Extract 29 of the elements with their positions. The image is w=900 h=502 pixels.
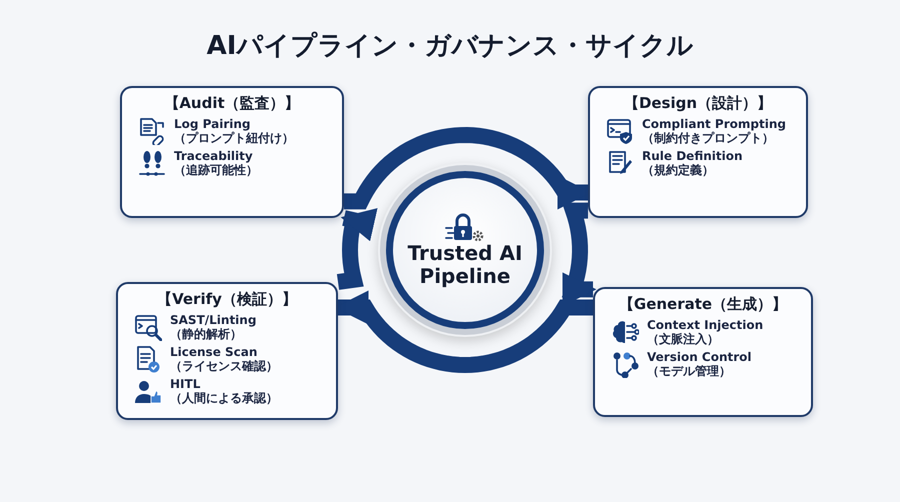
item-translation: （ライセンス確認） [170,359,278,374]
title: AIパイプライン・ガバナンス・サイクル [206,30,694,63]
item-name: SAST/Linting [170,313,256,328]
item-translation: （静的解析） [170,327,242,342]
item-translation: （人間による承認） [170,390,278,406]
item-name: Compliant Prompting [642,117,786,132]
stage-card [120,86,344,218]
stage-card [116,282,338,420]
item-name: Rule Definition [642,148,742,164]
stage-card [588,86,808,218]
item-name: HITL [170,376,200,391]
item-translation: （プロンプト紐付け） [174,131,294,146]
stage-heading: 【Audit（監査）】 [163,94,301,113]
item-name: Traceability [174,148,253,164]
stage-heading: 【Verify（検証）】 [156,290,298,309]
item-name: Log Pairing [174,117,251,132]
stage-heading: 【Design（設計）】 [622,94,774,113]
item-name: Context Injection [647,318,764,332]
cycle-arrow [336,208,378,290]
item-translation: （文脈注入） [647,332,719,347]
item-translation: （制約付きプロンプト） [642,131,774,146]
stage-heading: 【Generate（生成）】 [618,295,788,314]
item-name: Version Control [647,350,752,364]
item-name: License Scan [170,344,258,360]
item-translation: （モデル管理） [647,364,731,379]
item-translation: （規約定義） [642,163,714,178]
item-translation: （追跡可能性） [174,163,258,178]
stage-card [593,287,813,417]
center-label: Trusted AI Pipeline [406,242,524,288]
